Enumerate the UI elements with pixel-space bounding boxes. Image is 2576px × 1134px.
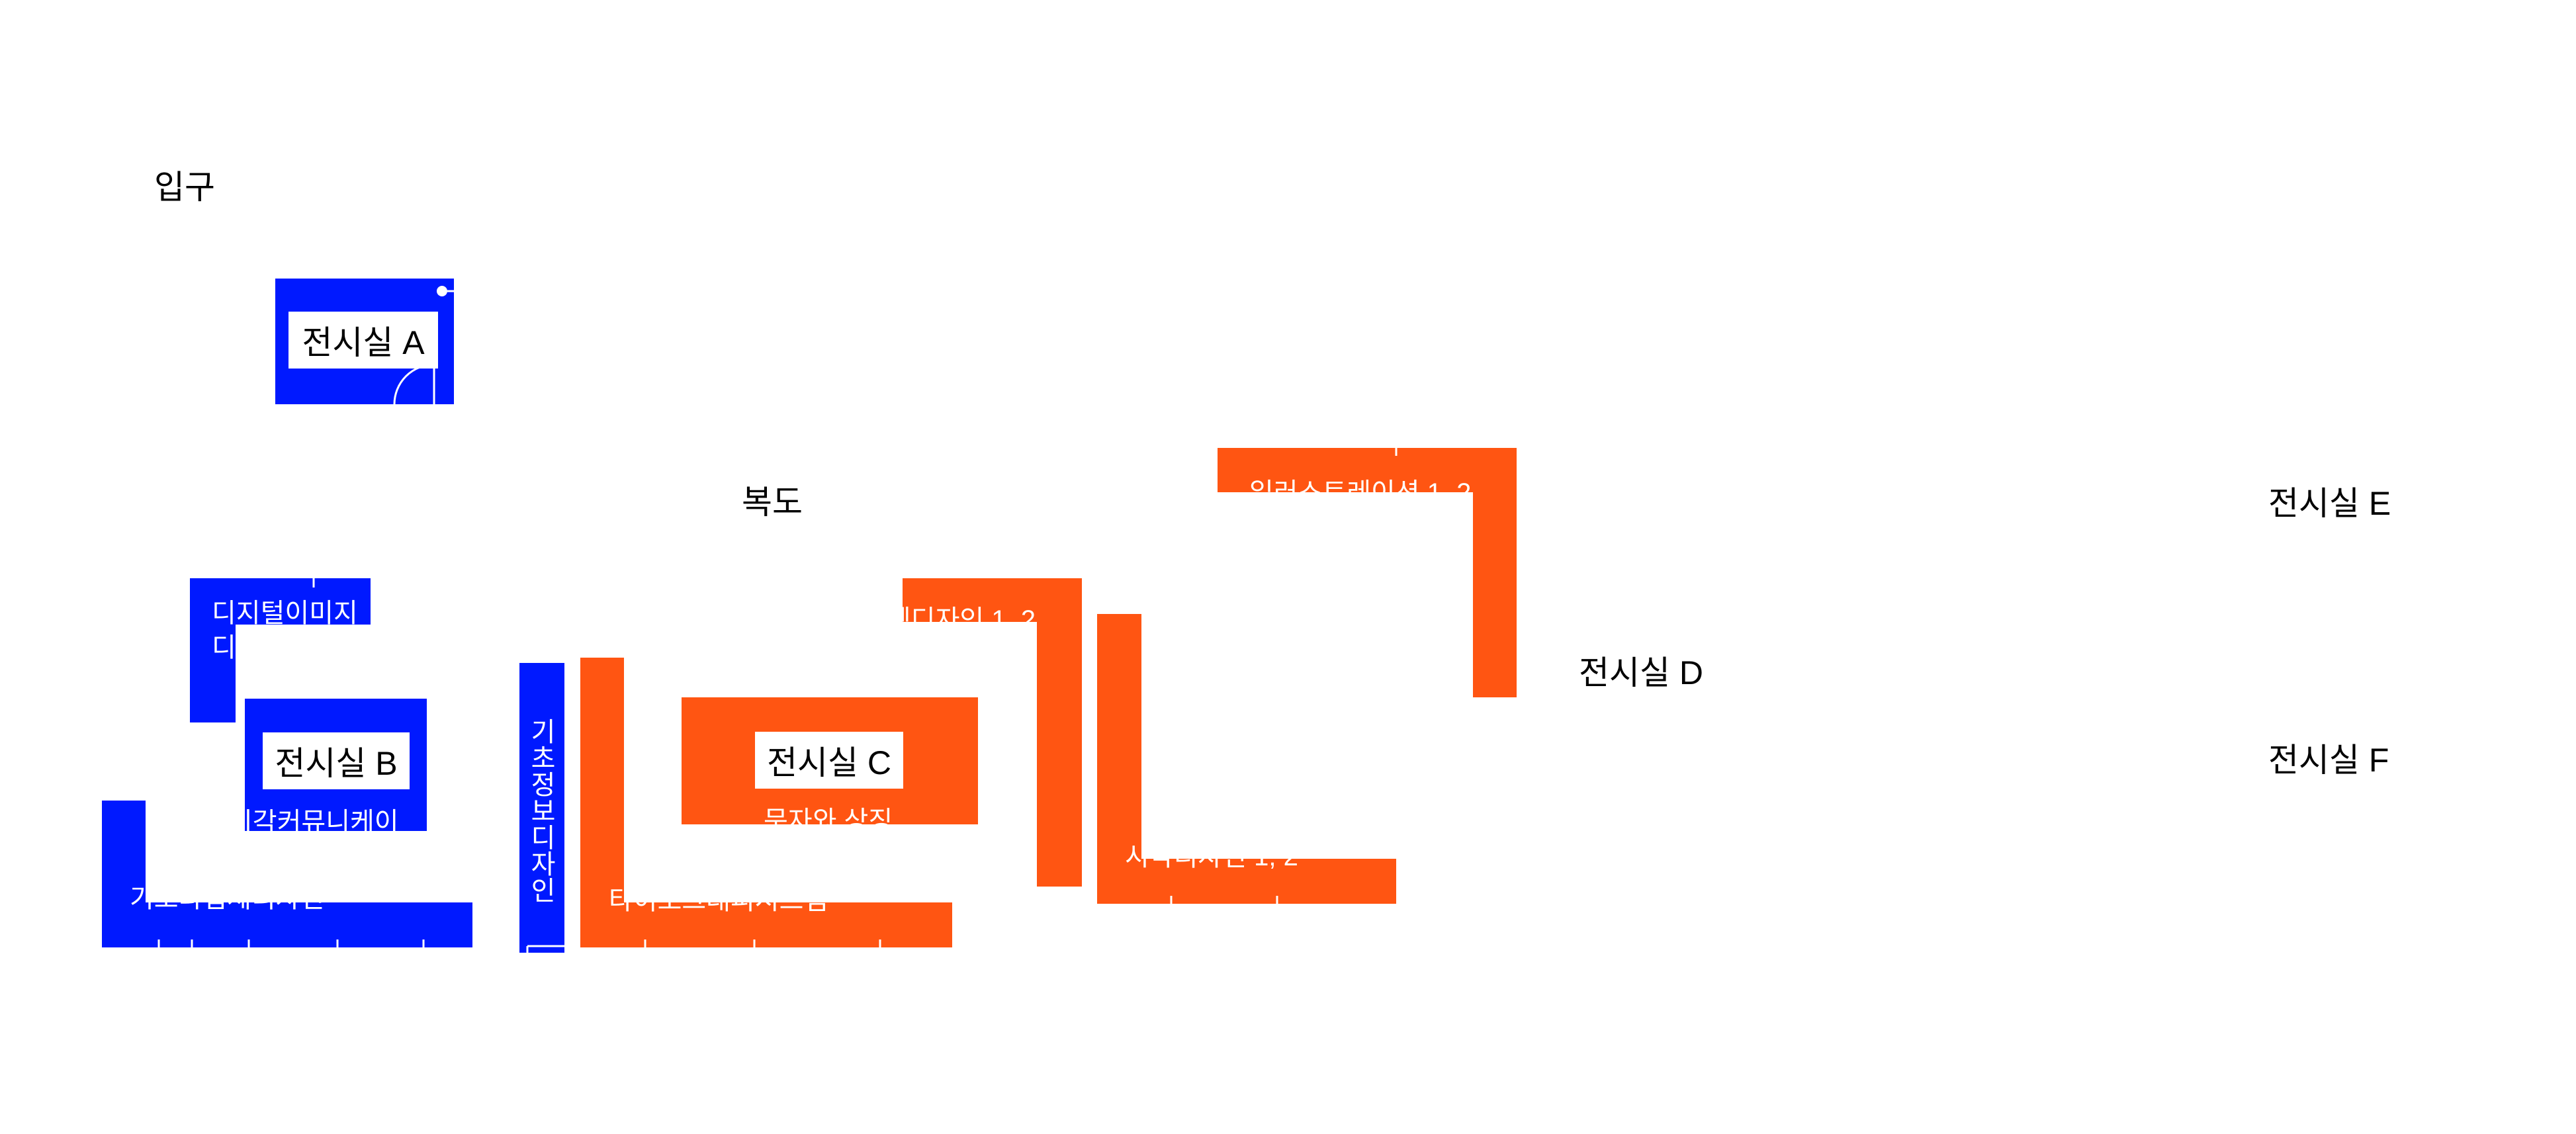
digital-image-wall[interactable]: [190, 578, 371, 722]
room-b-label: 전시실 B: [263, 732, 410, 789]
typography-system-text: 타이포그래피시스템: [609, 886, 828, 915]
info-design-wall[interactable]: [519, 663, 564, 953]
corridor-label: 복도: [742, 484, 803, 521]
letter-symbol-text: 문자와 상징: [764, 807, 893, 836]
room-e-label[interactable]: 전시실 E: [2268, 485, 2391, 522]
room-d-label[interactable]: 전시실 D: [1579, 654, 1703, 691]
illustration-wall[interactable]: [1218, 448, 1517, 697]
typography-design-wall[interactable]: [102, 801, 472, 947]
entrance-label: 입구: [154, 169, 215, 206]
illustration-text: 일러스트레이션 1, 2: [1249, 478, 1472, 507]
editorial-design-wall-ticks: [1170, 896, 1278, 904]
room-a-label: 전시실 A: [289, 312, 438, 369]
typography-design-text: 기호타입체디자인: [130, 884, 325, 913]
typography-system-wall[interactable]: [580, 658, 952, 947]
room-a-door-knob: [437, 286, 447, 296]
editorial-design-text: 시각디자인 1, 2: [1125, 842, 1298, 871]
room-c-label: 전시실 C: [755, 732, 903, 789]
room-f-label[interactable]: 전시실 F: [2268, 742, 2389, 779]
typography-system-wall-ticks: [644, 939, 881, 947]
info-design-wall-corner: [526, 945, 564, 953]
typography-design-wall-ticks: [157, 939, 425, 947]
visual-communication-text: 시각커뮤니케이: [228, 808, 399, 837]
digital-image-text-2: 디: [212, 633, 236, 662]
web-design-wall[interactable]: [903, 578, 1082, 887]
digital-image-text-1: 디지털이미지: [212, 599, 358, 628]
web-design-text: 웹디자인 1, 2: [887, 605, 1036, 634]
info-design-text: 기초정보디자인: [526, 718, 555, 903]
editorial-design-wall[interactable]: [1097, 614, 1396, 904]
